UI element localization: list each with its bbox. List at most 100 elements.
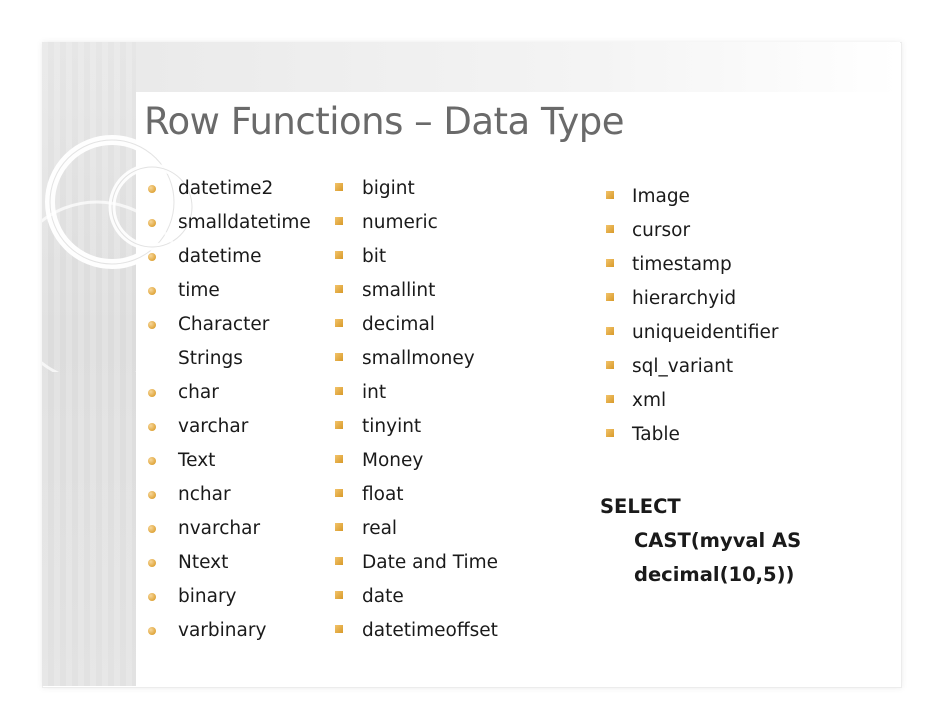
list-item-label: int bbox=[362, 382, 387, 403]
list-item: time bbox=[146, 274, 321, 308]
circle-bullet-icon bbox=[148, 185, 156, 193]
list-item-label: hierarchyid bbox=[632, 288, 737, 309]
list-item: smallmoney bbox=[333, 342, 563, 376]
list-item: datetimeoffset bbox=[333, 614, 563, 648]
list-item-label: xml bbox=[632, 390, 667, 411]
list-item-label: smallint bbox=[362, 280, 436, 301]
list-item-label: Strings bbox=[178, 348, 243, 369]
list-item: binary bbox=[146, 580, 321, 614]
circle-bullet-icon bbox=[148, 491, 156, 499]
list-item: Character bbox=[146, 308, 321, 342]
circle-bullet-icon bbox=[148, 423, 156, 431]
list-item-label: Money bbox=[362, 450, 424, 471]
list-item-label: char bbox=[178, 382, 219, 403]
list-item: sql_variant bbox=[604, 350, 844, 384]
square-bullet-icon bbox=[335, 251, 343, 259]
list-item-label: Character bbox=[178, 314, 270, 335]
list-item-label: cursor bbox=[632, 220, 691, 241]
sql-select-keyword: SELECT bbox=[600, 495, 681, 518]
list-item-label: nchar bbox=[178, 484, 231, 505]
circle-bullet-icon bbox=[148, 287, 156, 295]
list-item-label: sql_variant bbox=[632, 356, 734, 377]
list-item: bigint bbox=[333, 172, 563, 206]
list-item-label: datetime bbox=[178, 246, 262, 267]
square-bullet-icon bbox=[335, 183, 343, 191]
list-item: real bbox=[333, 512, 563, 546]
square-bullet-icon bbox=[335, 523, 343, 531]
square-bullet-icon bbox=[606, 327, 614, 335]
square-bullet-icon bbox=[606, 293, 614, 301]
circle-bullet-icon bbox=[148, 457, 156, 465]
square-bullet-icon bbox=[335, 387, 343, 395]
list-item: float bbox=[333, 478, 563, 512]
sql-decimal-line: decimal(10,5)) bbox=[634, 563, 795, 586]
list-item: datetime2 bbox=[146, 172, 321, 206]
list-item: timestamp bbox=[604, 248, 844, 282]
list-item-label: real bbox=[362, 518, 398, 539]
list-item-label: bit bbox=[362, 246, 387, 267]
list-item: char bbox=[146, 376, 321, 410]
list-item-label: binary bbox=[178, 586, 237, 607]
list-item-label: bigint bbox=[362, 178, 415, 199]
square-bullet-icon bbox=[335, 489, 343, 497]
square-bullet-icon bbox=[335, 285, 343, 293]
list-item-label: time bbox=[178, 280, 220, 301]
list-item: varchar bbox=[146, 410, 321, 444]
list-item: bit bbox=[333, 240, 563, 274]
list-item: nvarchar bbox=[146, 512, 321, 546]
circle-bullet-icon bbox=[148, 525, 156, 533]
circle-bullet-icon bbox=[148, 321, 156, 329]
list-item: numeric bbox=[333, 206, 563, 240]
square-bullet-icon bbox=[606, 361, 614, 369]
list-item-label: datetime2 bbox=[178, 178, 274, 199]
list-item-label: Date and Time bbox=[362, 552, 499, 573]
list-item-label: Text bbox=[178, 450, 216, 471]
list-item: smalldatetime bbox=[146, 206, 321, 240]
square-bullet-icon bbox=[335, 319, 343, 327]
circle-bullet-icon bbox=[148, 389, 156, 397]
list-item-label: numeric bbox=[362, 212, 438, 233]
list-item: decimal bbox=[333, 308, 563, 342]
list-item-label: tinyint bbox=[362, 416, 422, 437]
list-item-label: Ntext bbox=[178, 552, 229, 573]
square-bullet-icon bbox=[606, 429, 614, 437]
list-item: smallint bbox=[333, 274, 563, 308]
square-bullet-icon bbox=[335, 217, 343, 225]
list-item-label: decimal bbox=[362, 314, 435, 335]
square-bullet-icon bbox=[335, 421, 343, 429]
sql-example: SELECT CAST(myval AS decimal(10,5)) bbox=[600, 490, 801, 592]
circle-bullet-icon bbox=[148, 219, 156, 227]
list-item: hierarchyid bbox=[604, 282, 844, 316]
list-item: nchar bbox=[146, 478, 321, 512]
square-bullet-icon bbox=[335, 625, 343, 633]
list-item-label: smalldatetime bbox=[178, 212, 311, 233]
list-item-label: timestamp bbox=[632, 254, 732, 275]
list-item-label: varbinary bbox=[178, 620, 267, 641]
circle-bullet-icon bbox=[148, 559, 156, 567]
column-3-list: Image cursor timestamp hierarchyid uniqueide… bbox=[604, 180, 844, 452]
circle-bullet-icon bbox=[148, 593, 156, 601]
list-item: cursor bbox=[604, 214, 844, 248]
list-item: datetime bbox=[146, 240, 321, 274]
list-item: date bbox=[333, 580, 563, 614]
square-bullet-icon bbox=[335, 353, 343, 361]
list-item-label: smallmoney bbox=[362, 348, 475, 369]
list-item: Money bbox=[333, 444, 563, 478]
square-bullet-icon bbox=[335, 591, 343, 599]
list-item-label: float bbox=[362, 484, 404, 505]
list-item: Strings bbox=[146, 342, 321, 376]
sql-cast-line: CAST(myval AS bbox=[634, 529, 802, 552]
square-bullet-icon bbox=[606, 191, 614, 199]
list-item: Text bbox=[146, 444, 321, 478]
list-item: Table bbox=[604, 418, 844, 452]
list-item: Date and Time bbox=[333, 546, 563, 580]
list-item: Image bbox=[604, 180, 844, 214]
list-item: int bbox=[333, 376, 563, 410]
list-item-label: Image bbox=[632, 186, 690, 207]
list-item-label: nvarchar bbox=[178, 518, 261, 539]
list-item-label: uniqueidentifier bbox=[632, 322, 779, 343]
column-2-list: bigint numeric bit smallint decimal smallmone… bbox=[333, 172, 563, 648]
list-item: Ntext bbox=[146, 546, 321, 580]
